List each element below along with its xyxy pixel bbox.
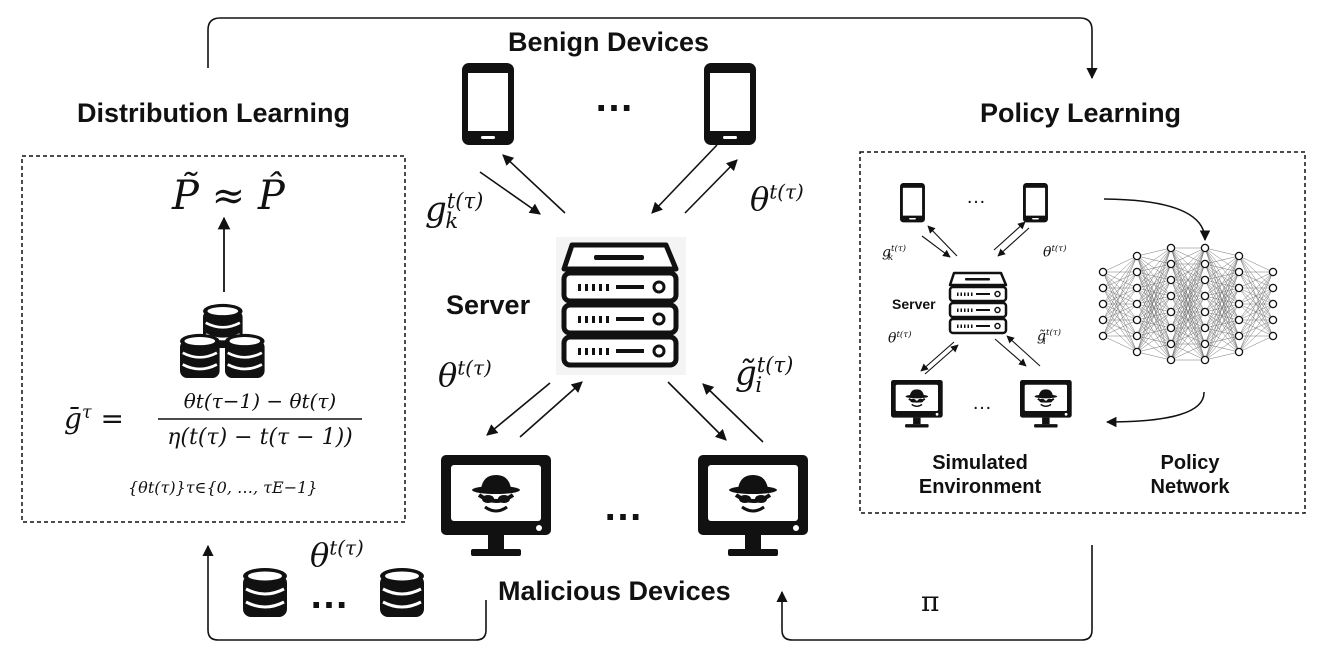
neuron bbox=[1200, 243, 1210, 253]
neuron bbox=[1132, 299, 1142, 309]
mini-server-label: Server bbox=[892, 296, 936, 312]
benign-dots: … bbox=[594, 76, 634, 120]
neuron bbox=[1132, 251, 1142, 261]
server-icon bbox=[948, 271, 1008, 335]
database-icon bbox=[241, 566, 289, 619]
phone-icon bbox=[462, 63, 514, 145]
neuron bbox=[1166, 307, 1176, 317]
neuron bbox=[1132, 331, 1142, 341]
distribution-learning-title: Distribution Learning bbox=[77, 98, 350, 128]
neuron bbox=[1234, 251, 1244, 261]
malicious-monitor-icon bbox=[890, 379, 944, 429]
mini-phone-dots: … bbox=[966, 186, 986, 208]
policy-in-arrow bbox=[1103, 198, 1211, 242]
phone-icon bbox=[1023, 183, 1048, 223]
neuron bbox=[1098, 267, 1108, 277]
theta-set-expression: {θt(τ)}τ∈{0, …, τE−1} bbox=[128, 478, 318, 497]
mini-g-i-label: g̃t(τ)i bbox=[1037, 328, 1062, 348]
neuron bbox=[1200, 307, 1210, 317]
mini-theta-top-label: θt(τ) bbox=[1043, 244, 1067, 261]
approx-expression: P̃ ≈ P̂ bbox=[172, 173, 285, 219]
fraction-numerator: θt(τ−1) − θt(τ) bbox=[183, 389, 337, 413]
neuron bbox=[1166, 355, 1176, 365]
neuron bbox=[1166, 275, 1176, 285]
neuron bbox=[1268, 331, 1278, 341]
neuron bbox=[1132, 315, 1142, 325]
top-flow-arrow bbox=[207, 17, 1098, 80]
neuron bbox=[1200, 275, 1210, 285]
mini-theta-bottom-label: θt(τ) bbox=[888, 330, 912, 347]
neuron bbox=[1098, 299, 1108, 309]
neuron bbox=[1268, 299, 1278, 309]
neuron bbox=[1098, 331, 1108, 341]
mini-monitor-dots: … bbox=[972, 392, 992, 414]
neuron bbox=[1234, 315, 1244, 325]
pi-label: π bbox=[921, 585, 940, 618]
neuron bbox=[1098, 283, 1108, 293]
neuron bbox=[1132, 347, 1142, 357]
neuron bbox=[1234, 299, 1244, 309]
neuron bbox=[1268, 267, 1278, 277]
neuron bbox=[1234, 267, 1244, 277]
g-i-label: g̃t(τ)i bbox=[735, 352, 794, 398]
neuron bbox=[1200, 259, 1210, 269]
neuron bbox=[1166, 291, 1176, 301]
neuron bbox=[1166, 339, 1176, 349]
neuron bbox=[1234, 283, 1244, 293]
server-icon bbox=[564, 245, 676, 365]
policy-learning-title: Policy Learning bbox=[980, 98, 1182, 128]
neural-network-icon bbox=[1098, 243, 1278, 365]
neuron bbox=[1234, 331, 1244, 341]
database-icon bbox=[378, 566, 426, 619]
mini-arrows bbox=[920, 221, 1041, 375]
malicious-dots: … bbox=[603, 485, 643, 529]
neuron bbox=[1200, 323, 1210, 333]
malicious-devices-label: Malicious Devices bbox=[498, 576, 731, 606]
bottom-right-flow-arrow bbox=[776, 545, 1093, 641]
theta-flow-label: θt(τ) bbox=[310, 536, 364, 574]
malicious-monitor-icon bbox=[1019, 379, 1073, 429]
center-arrows bbox=[479, 144, 764, 443]
database-stack-icon bbox=[178, 302, 266, 380]
bottom-left-flow-arrow bbox=[202, 544, 487, 641]
theta-bottom-label: θt(τ) bbox=[438, 356, 492, 394]
neuron bbox=[1200, 355, 1210, 365]
phone-icon bbox=[704, 63, 756, 145]
mini-g-k-label: gt(τ)k bbox=[882, 244, 907, 264]
neuron bbox=[1268, 315, 1278, 325]
policy-learning-box bbox=[859, 151, 1306, 514]
theta-top-label: θt(τ) bbox=[750, 180, 804, 218]
neuron bbox=[1098, 315, 1108, 325]
neuron bbox=[1200, 339, 1210, 349]
phone-icon bbox=[900, 183, 925, 223]
policy-out-arrow bbox=[1105, 391, 1205, 428]
neuron bbox=[1268, 283, 1278, 293]
neuron bbox=[1200, 291, 1210, 301]
g-k-label: gt(τ)k bbox=[425, 188, 484, 234]
gbar-lhs: ḡτ = bbox=[64, 402, 124, 435]
neuron bbox=[1166, 259, 1176, 269]
neuron bbox=[1234, 347, 1244, 357]
neuron bbox=[1166, 243, 1176, 253]
benign-devices-label: Benign Devices bbox=[508, 27, 710, 57]
distribution-learning-box bbox=[21, 155, 406, 523]
neuron bbox=[1132, 283, 1142, 293]
server-label: Server bbox=[446, 290, 531, 320]
neuron bbox=[1132, 267, 1142, 277]
malicious-monitor-icon bbox=[439, 453, 553, 558]
malicious-monitor-icon bbox=[696, 453, 810, 558]
database-dots: … bbox=[309, 573, 349, 617]
neuron bbox=[1166, 323, 1176, 333]
fraction-denominator: η(t(τ) − t(τ − 1)) bbox=[167, 425, 353, 450]
